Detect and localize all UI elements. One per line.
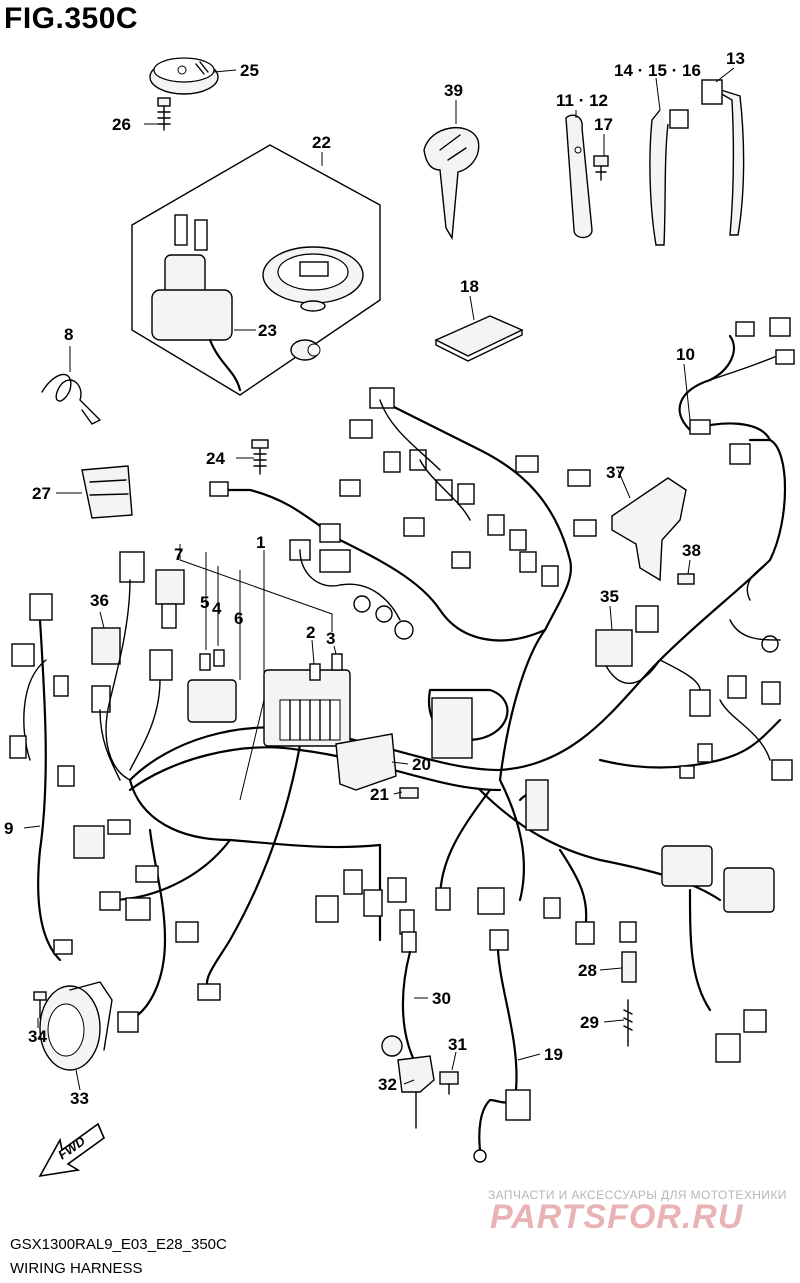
callout-7: 7 <box>174 545 183 564</box>
screw-part-17 <box>593 155 609 181</box>
cable-tie-14-16 <box>649 109 689 246</box>
callout-9: 9 <box>4 819 13 838</box>
fuel-cap-part <box>262 246 364 312</box>
main-harness-1 <box>108 398 787 1022</box>
callout-31: 31 <box>448 1035 467 1054</box>
callout-32: 32 <box>378 1075 397 1094</box>
callout-11-12: 11 · 12 <box>556 91 608 110</box>
bolt-part-31 <box>439 1071 459 1095</box>
bracket-part-37 <box>611 477 687 582</box>
watermark-logo: PARTSFOR.RU <box>490 1198 744 1236</box>
bolt-part-26 <box>157 97 171 131</box>
callout-20: 20 <box>412 755 431 774</box>
fuse-holder-part-6 <box>187 679 237 723</box>
callout-3: 3 <box>326 629 335 648</box>
fuse-box-part <box>263 669 351 747</box>
callout-2: 2 <box>306 623 315 642</box>
sub-harness-19 <box>473 929 531 1163</box>
relay-part-35 <box>595 629 661 684</box>
callout-14-16: 14 · 15 · 16 <box>614 61 701 80</box>
leader-lines <box>23 67 735 1091</box>
callout-33: 33 <box>70 1089 89 1108</box>
bracket-part-20 <box>335 733 397 791</box>
callout-19: 19 <box>544 1045 563 1064</box>
cushion-pad-18 <box>434 315 524 362</box>
seat-lock-part <box>290 339 321 361</box>
callout-35: 35 <box>600 587 619 606</box>
bolt-part-38 <box>677 573 695 585</box>
spring-clamp-8 <box>41 373 101 425</box>
watermark-tagline: ЗАПЧАСТИ И АКСЕССУАРЫ ДЛЯ МОТОТЕХНИКИ <box>488 1188 787 1202</box>
sub-harness-10 <box>678 317 795 465</box>
relay-part-36 <box>91 627 121 665</box>
callout-37: 37 <box>606 463 625 482</box>
harness-connectors-left <box>73 551 221 1033</box>
callout-25: 25 <box>240 61 259 80</box>
horn-part-33 <box>39 981 113 1071</box>
harness-connectors-right <box>635 559 793 1063</box>
pin-part-29 <box>623 999 633 1047</box>
callout-22: 22 <box>312 133 331 152</box>
clamp-part-11-12 <box>565 114 593 239</box>
fwd-arrow-icon: FWD <box>38 1122 105 1178</box>
callout-labels: 25 26 22 23 24 8 27 39 11 · 12 17 14 · 1… <box>4 49 745 1108</box>
cover-part-25 <box>149 57 219 95</box>
callout-28: 28 <box>578 961 597 980</box>
callout-10: 10 <box>676 345 695 364</box>
fuse-cap-part-7 <box>155 569 185 629</box>
figure-title: FIG.350C <box>4 2 139 35</box>
ignition-set-box-22 <box>131 144 381 396</box>
callout-24: 24 <box>206 449 225 468</box>
callout-17: 17 <box>594 115 613 134</box>
key-part-39 <box>423 126 480 241</box>
callout-26: 26 <box>112 115 131 134</box>
callout-1: 1 <box>256 533 265 552</box>
sensor-lead-30 <box>401 931 417 1062</box>
callout-18: 18 <box>460 277 479 296</box>
callout-34: 34 <box>28 1027 47 1046</box>
callout-13: 13 <box>726 49 745 68</box>
callout-36: 36 <box>90 591 109 610</box>
harness-connectors-top <box>209 387 597 640</box>
model-code: GSX1300RAL9_E03_E28_350C <box>10 1236 227 1253</box>
callout-39: 39 <box>444 81 463 100</box>
callout-30: 30 <box>432 989 451 1008</box>
callout-38: 38 <box>682 541 701 560</box>
callout-5: 5 <box>200 593 209 612</box>
callout-23: 23 <box>258 321 277 340</box>
boot-cover-27 <box>81 465 133 519</box>
sub-harness-9 <box>9 593 75 962</box>
screw-part-21 <box>399 787 419 799</box>
callout-27: 27 <box>32 484 51 503</box>
screw-part-24 <box>251 439 269 475</box>
harness-connectors-bottom <box>315 697 637 945</box>
callout-6: 6 <box>234 609 243 628</box>
callout-29: 29 <box>580 1013 599 1032</box>
switch-part-28 <box>621 951 637 983</box>
fuses-part-2-5 <box>199 649 343 681</box>
callout-4: 4 <box>212 599 222 618</box>
callout-21: 21 <box>370 785 389 804</box>
bolt-part-34 <box>33 991 47 1019</box>
cable-tie-13 <box>701 79 745 236</box>
ignition-switch-23 <box>151 214 242 392</box>
section-name: WIRING HARNESS <box>10 1260 143 1277</box>
callout-8: 8 <box>64 325 73 344</box>
